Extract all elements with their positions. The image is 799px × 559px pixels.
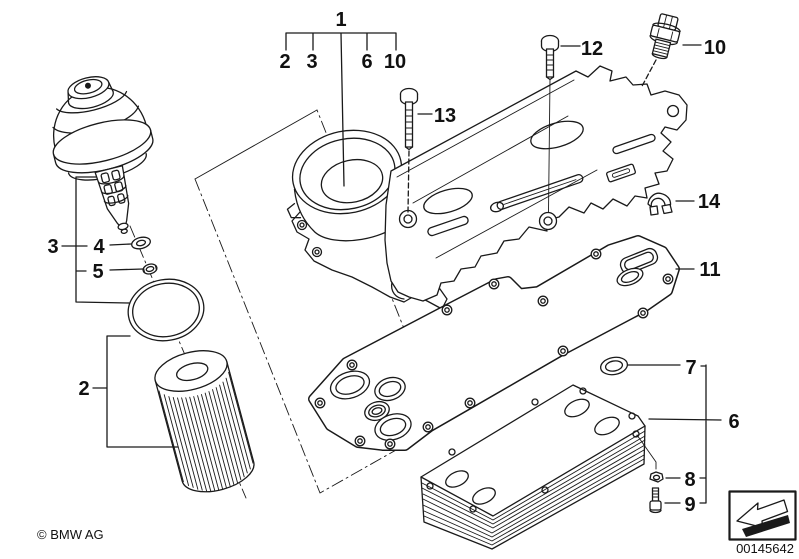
callout-5[interactable]: 5: [92, 261, 103, 283]
socket-bolt: [649, 487, 662, 514]
callout-labels: 1 2 3 6 10 3 4 5 2 13 12 10 14 11 7 6 8 …: [47, 9, 739, 516]
image-number: 00145642: [736, 541, 794, 556]
callout-12[interactable]: 12: [581, 38, 603, 60]
large-o-ring: [127, 278, 205, 342]
callout-13[interactable]: 13: [434, 105, 456, 127]
direction-arrow-box: [728, 490, 797, 541]
bolt-13: [399, 87, 419, 213]
hex-nut: [649, 471, 664, 483]
callout-4[interactable]: 4: [93, 236, 105, 258]
callout-7[interactable]: 7: [685, 357, 696, 379]
bolt-12: [540, 34, 560, 213]
callout-11[interactable]: 11: [699, 259, 720, 281]
oil-pressure-sensor: [640, 13, 681, 89]
callout-1[interactable]: 1: [335, 9, 346, 31]
oil-cooler: [420, 384, 646, 550]
retaining-clip: [647, 192, 673, 216]
callout-10[interactable]: 10: [704, 37, 726, 59]
copyright-text: © BMW AG: [37, 527, 104, 542]
oil-filter-housing-cover: [384, 65, 688, 302]
gasket: [308, 235, 680, 451]
gasket-bolt-holes: [314, 248, 674, 450]
oil-filter-element: [154, 350, 255, 493]
callout-group-10[interactable]: 10: [384, 51, 406, 73]
small-o-ring: [599, 356, 629, 376]
callout-group-2[interactable]: 2: [279, 51, 290, 73]
callout-3[interactable]: 3: [47, 236, 58, 258]
filter-housing-collar: [286, 129, 419, 242]
callout-2[interactable]: 2: [78, 378, 89, 400]
callout-lines: [61, 32, 722, 504]
callout-group-3[interactable]: 3: [306, 51, 317, 73]
callout-6[interactable]: 6: [728, 411, 739, 433]
callout-14[interactable]: 14: [698, 191, 721, 213]
oil-filter-cap: [52, 76, 154, 234]
callout-group-6[interactable]: 6: [361, 51, 372, 73]
callout-9[interactable]: 9: [684, 494, 695, 516]
locking-nut: [142, 263, 158, 275]
callout-8[interactable]: 8: [684, 469, 695, 491]
washer: [131, 236, 151, 250]
